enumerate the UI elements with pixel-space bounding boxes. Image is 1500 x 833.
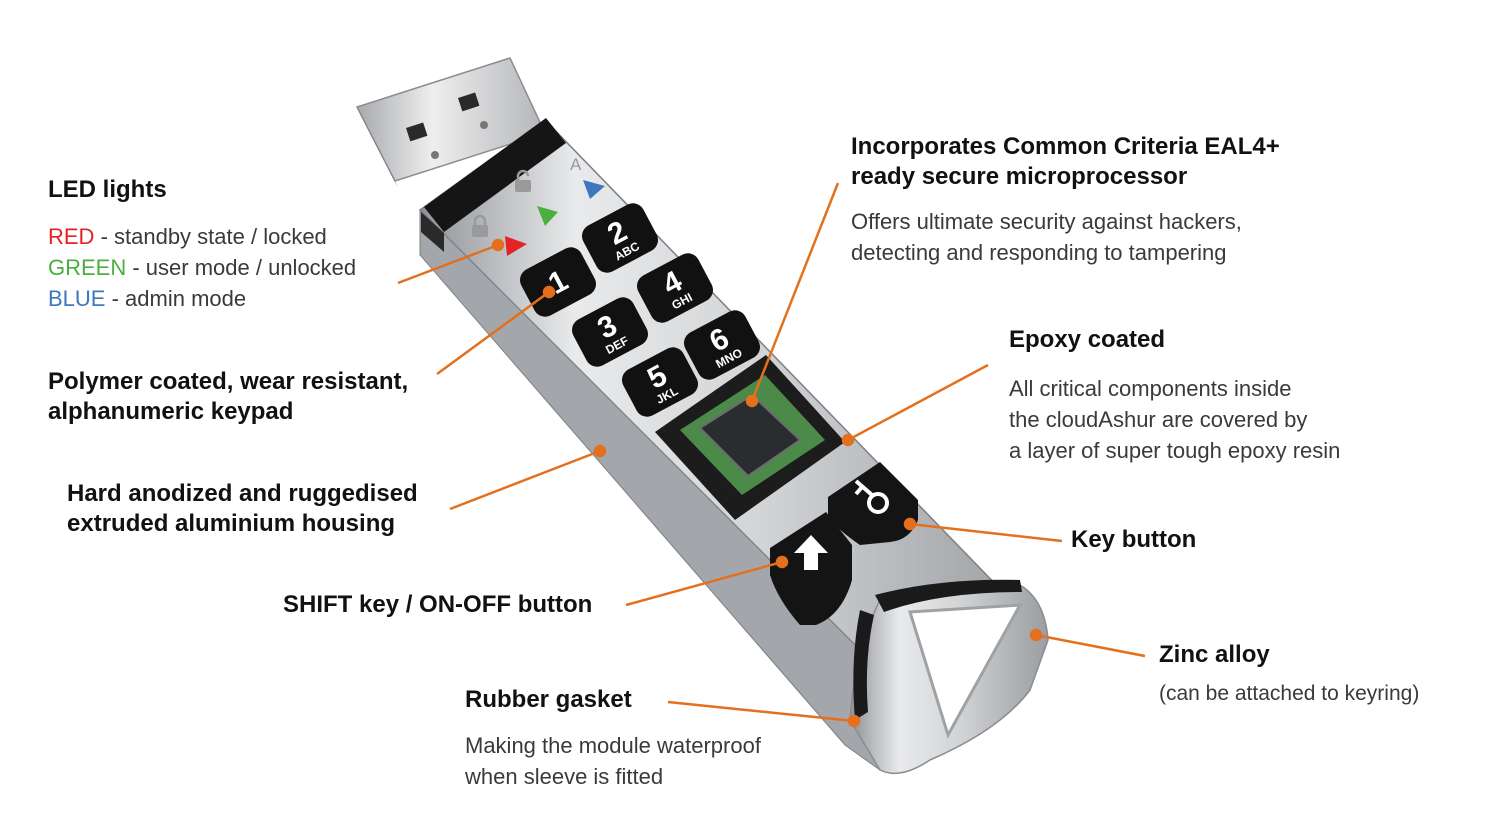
epoxy-desc-line1: All critical components inside xyxy=(1009,376,1292,401)
led-blue-row: BLUE - admin mode xyxy=(48,283,356,314)
keypad-label-line1: Polymer coated, wear resistant, xyxy=(48,368,409,395)
key-button[interactable] xyxy=(828,462,918,545)
zinc-title: Zinc alloy xyxy=(1159,641,1270,668)
keypad-label-line2: alphanumeric keypad xyxy=(48,398,294,425)
housing-label-line2: extruded aluminium housing xyxy=(67,510,396,537)
usb-plug xyxy=(355,57,547,188)
up-arrow-icon xyxy=(794,535,828,570)
keypad-key-4[interactable]: 4 GHI xyxy=(633,249,717,327)
processor-desc-line1: Offers ultimate security against hackers… xyxy=(851,209,1242,234)
shift-label: SHIFT key / ON-OFF button xyxy=(283,591,593,618)
epoxy-desc-line2: the cloudAshur are covered by xyxy=(1009,407,1308,432)
blue-led xyxy=(583,180,605,199)
epoxy-title: Epoxy coated xyxy=(1009,326,1166,353)
gasket-desc: Making the module waterproof when sleeve… xyxy=(465,730,761,792)
red-led xyxy=(505,236,527,256)
processor-desc: Offers ultimate security against hackers… xyxy=(851,206,1242,268)
keypad: 1 2 ABC 3 DEF 4 GHI 5 JKL 6 MNO xyxy=(520,199,764,421)
epoxy-desc-line3: a layer of super tough epoxy resin xyxy=(1009,438,1341,463)
rubber-gasket xyxy=(853,579,1022,720)
keypad-key-2[interactable]: 2 ABC xyxy=(578,199,662,277)
key-icon xyxy=(854,479,889,514)
processor-desc-line2: detecting and responding to tampering xyxy=(851,240,1227,265)
housing-label: Hard anodized and ruggedised extruded al… xyxy=(67,479,418,539)
processor-title: Incorporates Common Criteria EAL4+ ready… xyxy=(851,132,1280,192)
led-green-text: - user mode / unlocked xyxy=(126,255,357,280)
keypad-key-5[interactable]: 5 JKL xyxy=(618,343,702,421)
led-green-name: GREEN xyxy=(48,255,127,280)
led-blue-name: BLUE xyxy=(48,286,106,311)
keypad-key-6[interactable]: 6 MNO xyxy=(680,306,764,384)
housing-label-line1: Hard anodized and ruggedised xyxy=(67,480,418,507)
led-blue-text: - admin mode xyxy=(105,286,247,311)
lock-icon xyxy=(472,214,488,237)
led-red-name: RED xyxy=(48,224,95,249)
gasket-desc-line2: when sleeve is fitted xyxy=(465,764,664,789)
zinc-desc: (can be attached to keyring) xyxy=(1159,682,1420,705)
zinc-ring xyxy=(849,584,1049,775)
processor-title-line1: Incorporates Common Criteria EAL4+ xyxy=(851,133,1280,160)
led-green-row: GREEN - user mode / unlocked xyxy=(48,252,356,283)
led-red-text: - standby state / locked xyxy=(94,224,327,249)
green-led xyxy=(537,206,558,226)
gasket-title: Rubber gasket xyxy=(465,686,632,713)
led-indicators: A xyxy=(472,155,605,256)
epoxy-window xyxy=(655,355,845,520)
epoxy-desc: All critical components inside the cloud… xyxy=(1009,373,1340,466)
admin-mark: A xyxy=(570,155,582,174)
key-button-label: Key button xyxy=(1071,526,1197,553)
led-red-row: RED - standby state / locked xyxy=(48,221,356,252)
gasket-desc-line1: Making the module waterproof xyxy=(465,733,761,758)
shift-button[interactable] xyxy=(770,512,852,625)
keypad-label: Polymer coated, wear resistant, alphanum… xyxy=(48,367,408,427)
leader-lines xyxy=(397,182,1146,728)
led-legend: RED - standby state / locked GREEN - use… xyxy=(48,221,356,314)
processor-title-line2: ready secure microprocessor xyxy=(851,163,1188,190)
microprocessor-chip xyxy=(698,393,802,478)
keypad-key-3[interactable]: 3 DEF xyxy=(568,293,652,371)
unlock-icon xyxy=(515,169,531,192)
led-lights-title: LED lights xyxy=(48,176,167,203)
